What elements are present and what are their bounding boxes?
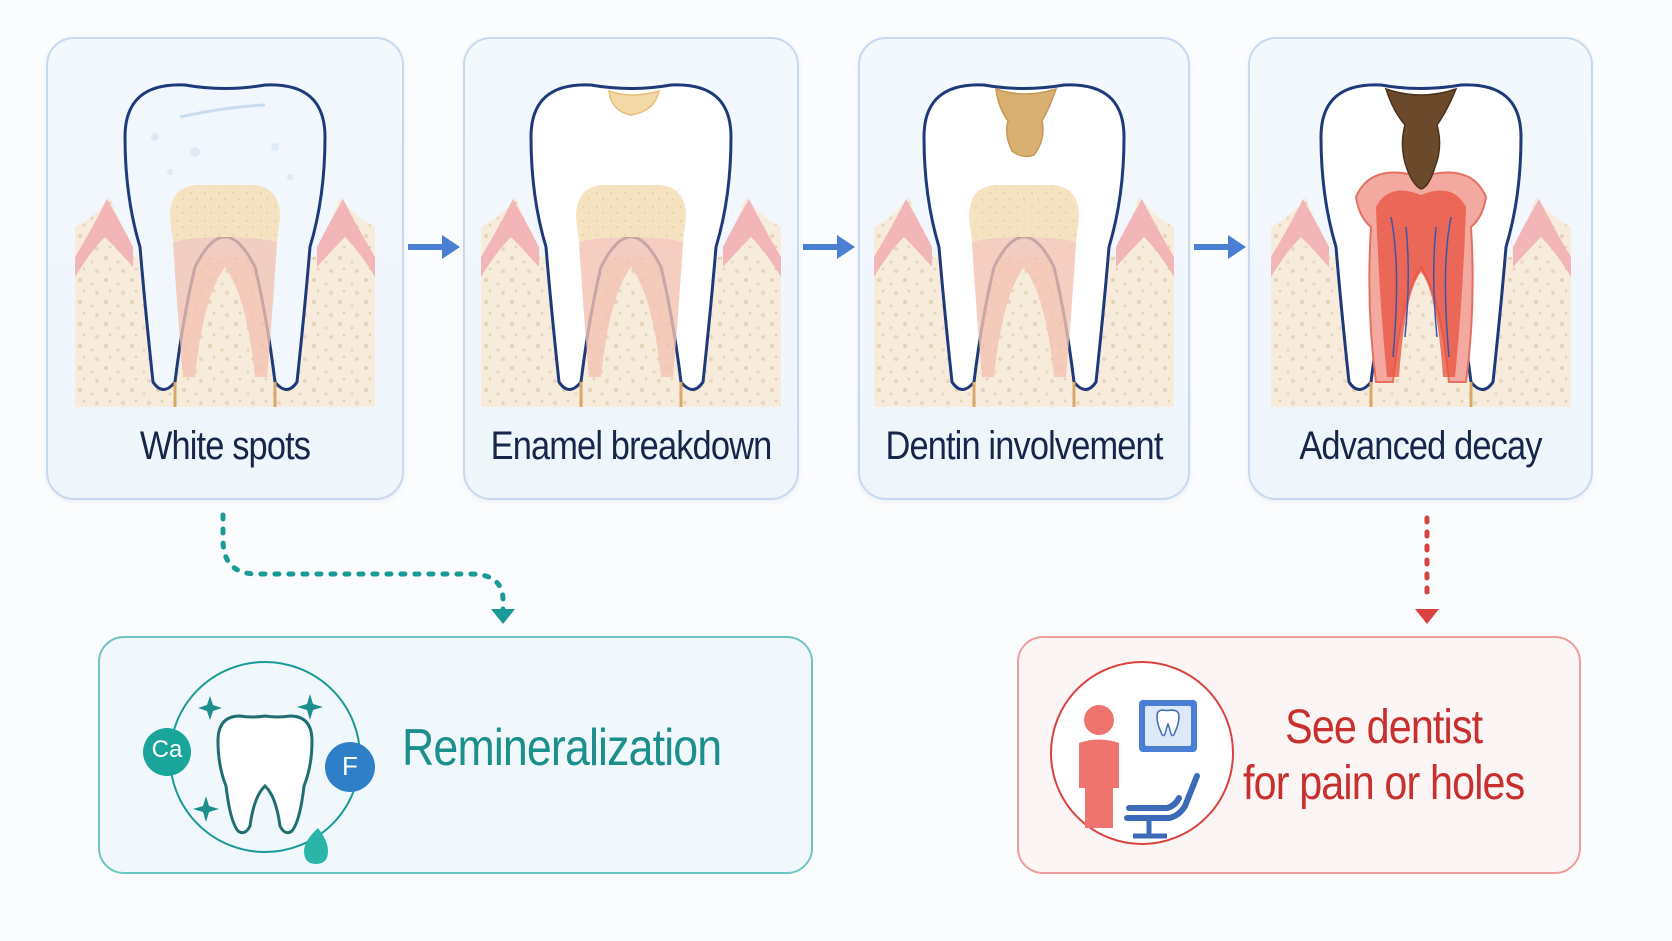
outcome-see-dentist: See dentist for pain or holes: [1017, 636, 1581, 874]
arrow-down-icon: [1415, 609, 1439, 624]
see-dentist-line2: for pain or holes: [1243, 757, 1525, 810]
stage-card-white-spots: White spots: [46, 37, 404, 500]
arrow-right-icon: [1194, 235, 1246, 259]
stage-card-advanced-decay: Advanced decay: [1248, 37, 1593, 500]
stage-label: Advanced decay: [1299, 424, 1542, 468]
calcium-badge: Ca: [151, 736, 183, 763]
tooth-advanced-decay-icon: [1270, 83, 1571, 407]
arrow-right-icon: [408, 235, 460, 259]
tooth-enamel-breakdown-icon: [481, 83, 781, 407]
fluoride-badge: F: [342, 751, 358, 781]
connector-remin: [220, 512, 506, 613]
tooth-dentin-involvement-icon: [874, 83, 1174, 407]
stage-card-enamel-breakdown: Enamel breakdown: [463, 37, 799, 500]
remineralization-icon: [143, 661, 375, 864]
tooth-white-spots-icon: [75, 83, 375, 407]
see-dentist-line1: See dentist: [1285, 701, 1483, 754]
stage-card-dentin-involvement: Dentin involvement: [858, 37, 1190, 500]
arrow-down-icon: [491, 609, 515, 624]
see-dentist-label: See dentist for pain or holes: [1243, 700, 1525, 812]
dentist-visit-icon: [1050, 661, 1234, 845]
stage-label: White spots: [139, 424, 311, 468]
stage-label: Dentin involvement: [885, 424, 1163, 468]
arrow-right-icon: [803, 235, 855, 259]
outcome-remineralization: Ca F Remineralization: [98, 636, 813, 874]
stage-label: Enamel breakdown: [490, 424, 773, 468]
remineralization-label: Remineralization: [402, 719, 722, 777]
